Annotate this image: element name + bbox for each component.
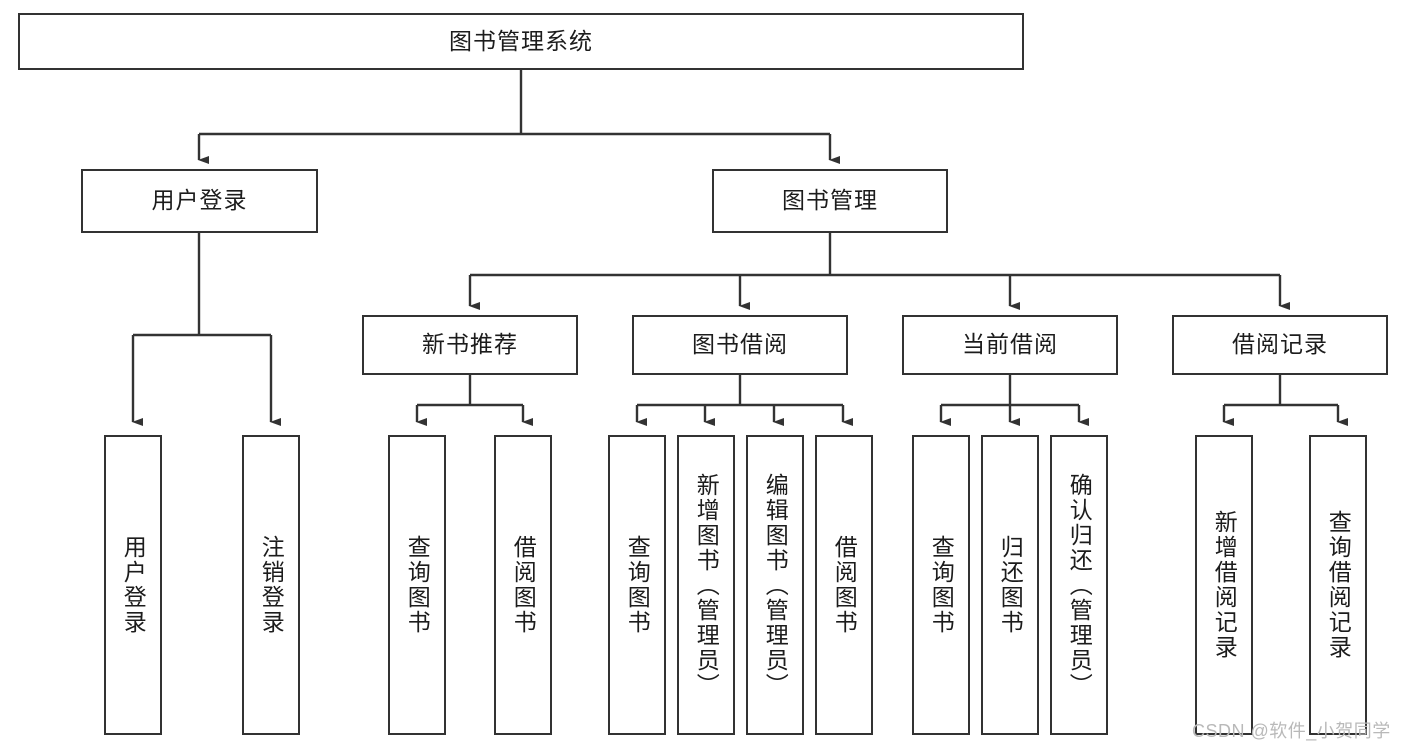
leaf-confirm-return-admin[interactable]: 确认归还（管理员） bbox=[1050, 435, 1108, 735]
leaf-logout[interactable]: 注销登录 bbox=[242, 435, 300, 735]
node-current-borrow[interactable]: 当前借阅 bbox=[902, 315, 1118, 375]
leaf-borrow-book-1-label: 借阅图书 bbox=[510, 535, 537, 635]
leaf-return-book-label: 归还图书 bbox=[997, 535, 1024, 635]
leaf-borrow-book-2[interactable]: 借阅图书 bbox=[815, 435, 873, 735]
node-current-borrow-label: 当前借阅 bbox=[962, 331, 1058, 358]
leaf-query-book-2-label: 查询图书 bbox=[624, 535, 651, 635]
leaf-return-book[interactable]: 归还图书 bbox=[981, 435, 1039, 735]
node-new-book-recommend[interactable]: 新书推荐 bbox=[362, 315, 578, 375]
leaf-add-borrow-record[interactable]: 新增借阅记录 bbox=[1195, 435, 1253, 735]
leaf-confirm-return-admin-label: 确认归还（管理员） bbox=[1066, 472, 1093, 698]
leaf-add-book-admin[interactable]: 新增图书（管理员） bbox=[677, 435, 735, 735]
node-borrow-records-label: 借阅记录 bbox=[1232, 331, 1328, 358]
leaf-query-book-1-label: 查询图书 bbox=[404, 535, 431, 635]
node-new-book-recommend-label: 新书推荐 bbox=[422, 331, 518, 358]
leaf-add-book-admin-label: 新增图书（管理员） bbox=[693, 472, 720, 698]
leaf-add-borrow-record-label: 新增借阅记录 bbox=[1211, 510, 1238, 660]
leaf-query-book-2[interactable]: 查询图书 bbox=[608, 435, 666, 735]
leaf-edit-book-admin[interactable]: 编辑图书（管理员） bbox=[746, 435, 804, 735]
node-book-borrow[interactable]: 图书借阅 bbox=[632, 315, 848, 375]
leaf-borrow-book-1[interactable]: 借阅图书 bbox=[494, 435, 552, 735]
node-borrow-records[interactable]: 借阅记录 bbox=[1172, 315, 1388, 375]
leaf-query-book-3[interactable]: 查询图书 bbox=[912, 435, 970, 735]
node-root-label: 图书管理系统 bbox=[449, 27, 593, 54]
leaf-query-book-3-label: 查询图书 bbox=[928, 535, 955, 635]
leaf-edit-book-admin-label: 编辑图书（管理员） bbox=[762, 472, 789, 698]
leaf-query-borrow-record-label: 查询借阅记录 bbox=[1325, 510, 1352, 660]
leaf-borrow-book-2-label: 借阅图书 bbox=[831, 535, 858, 635]
node-book-management-label: 图书管理 bbox=[782, 187, 878, 214]
node-user-login-label: 用户登录 bbox=[151, 187, 248, 214]
csdn-watermark: CSDN @软件_小贺同学 bbox=[1192, 721, 1391, 741]
leaf-logout-label: 注销登录 bbox=[258, 535, 285, 635]
leaf-user-login-label: 用户登录 bbox=[120, 535, 147, 635]
leaf-query-borrow-record[interactable]: 查询借阅记录 bbox=[1309, 435, 1367, 735]
node-root[interactable]: 图书管理系统 bbox=[18, 13, 1024, 70]
node-user-login[interactable]: 用户登录 bbox=[81, 169, 318, 233]
node-book-borrow-label: 图书借阅 bbox=[692, 331, 788, 358]
leaf-user-login[interactable]: 用户登录 bbox=[104, 435, 162, 735]
leaf-query-book-1[interactable]: 查询图书 bbox=[388, 435, 446, 735]
node-book-management[interactable]: 图书管理 bbox=[712, 169, 948, 233]
